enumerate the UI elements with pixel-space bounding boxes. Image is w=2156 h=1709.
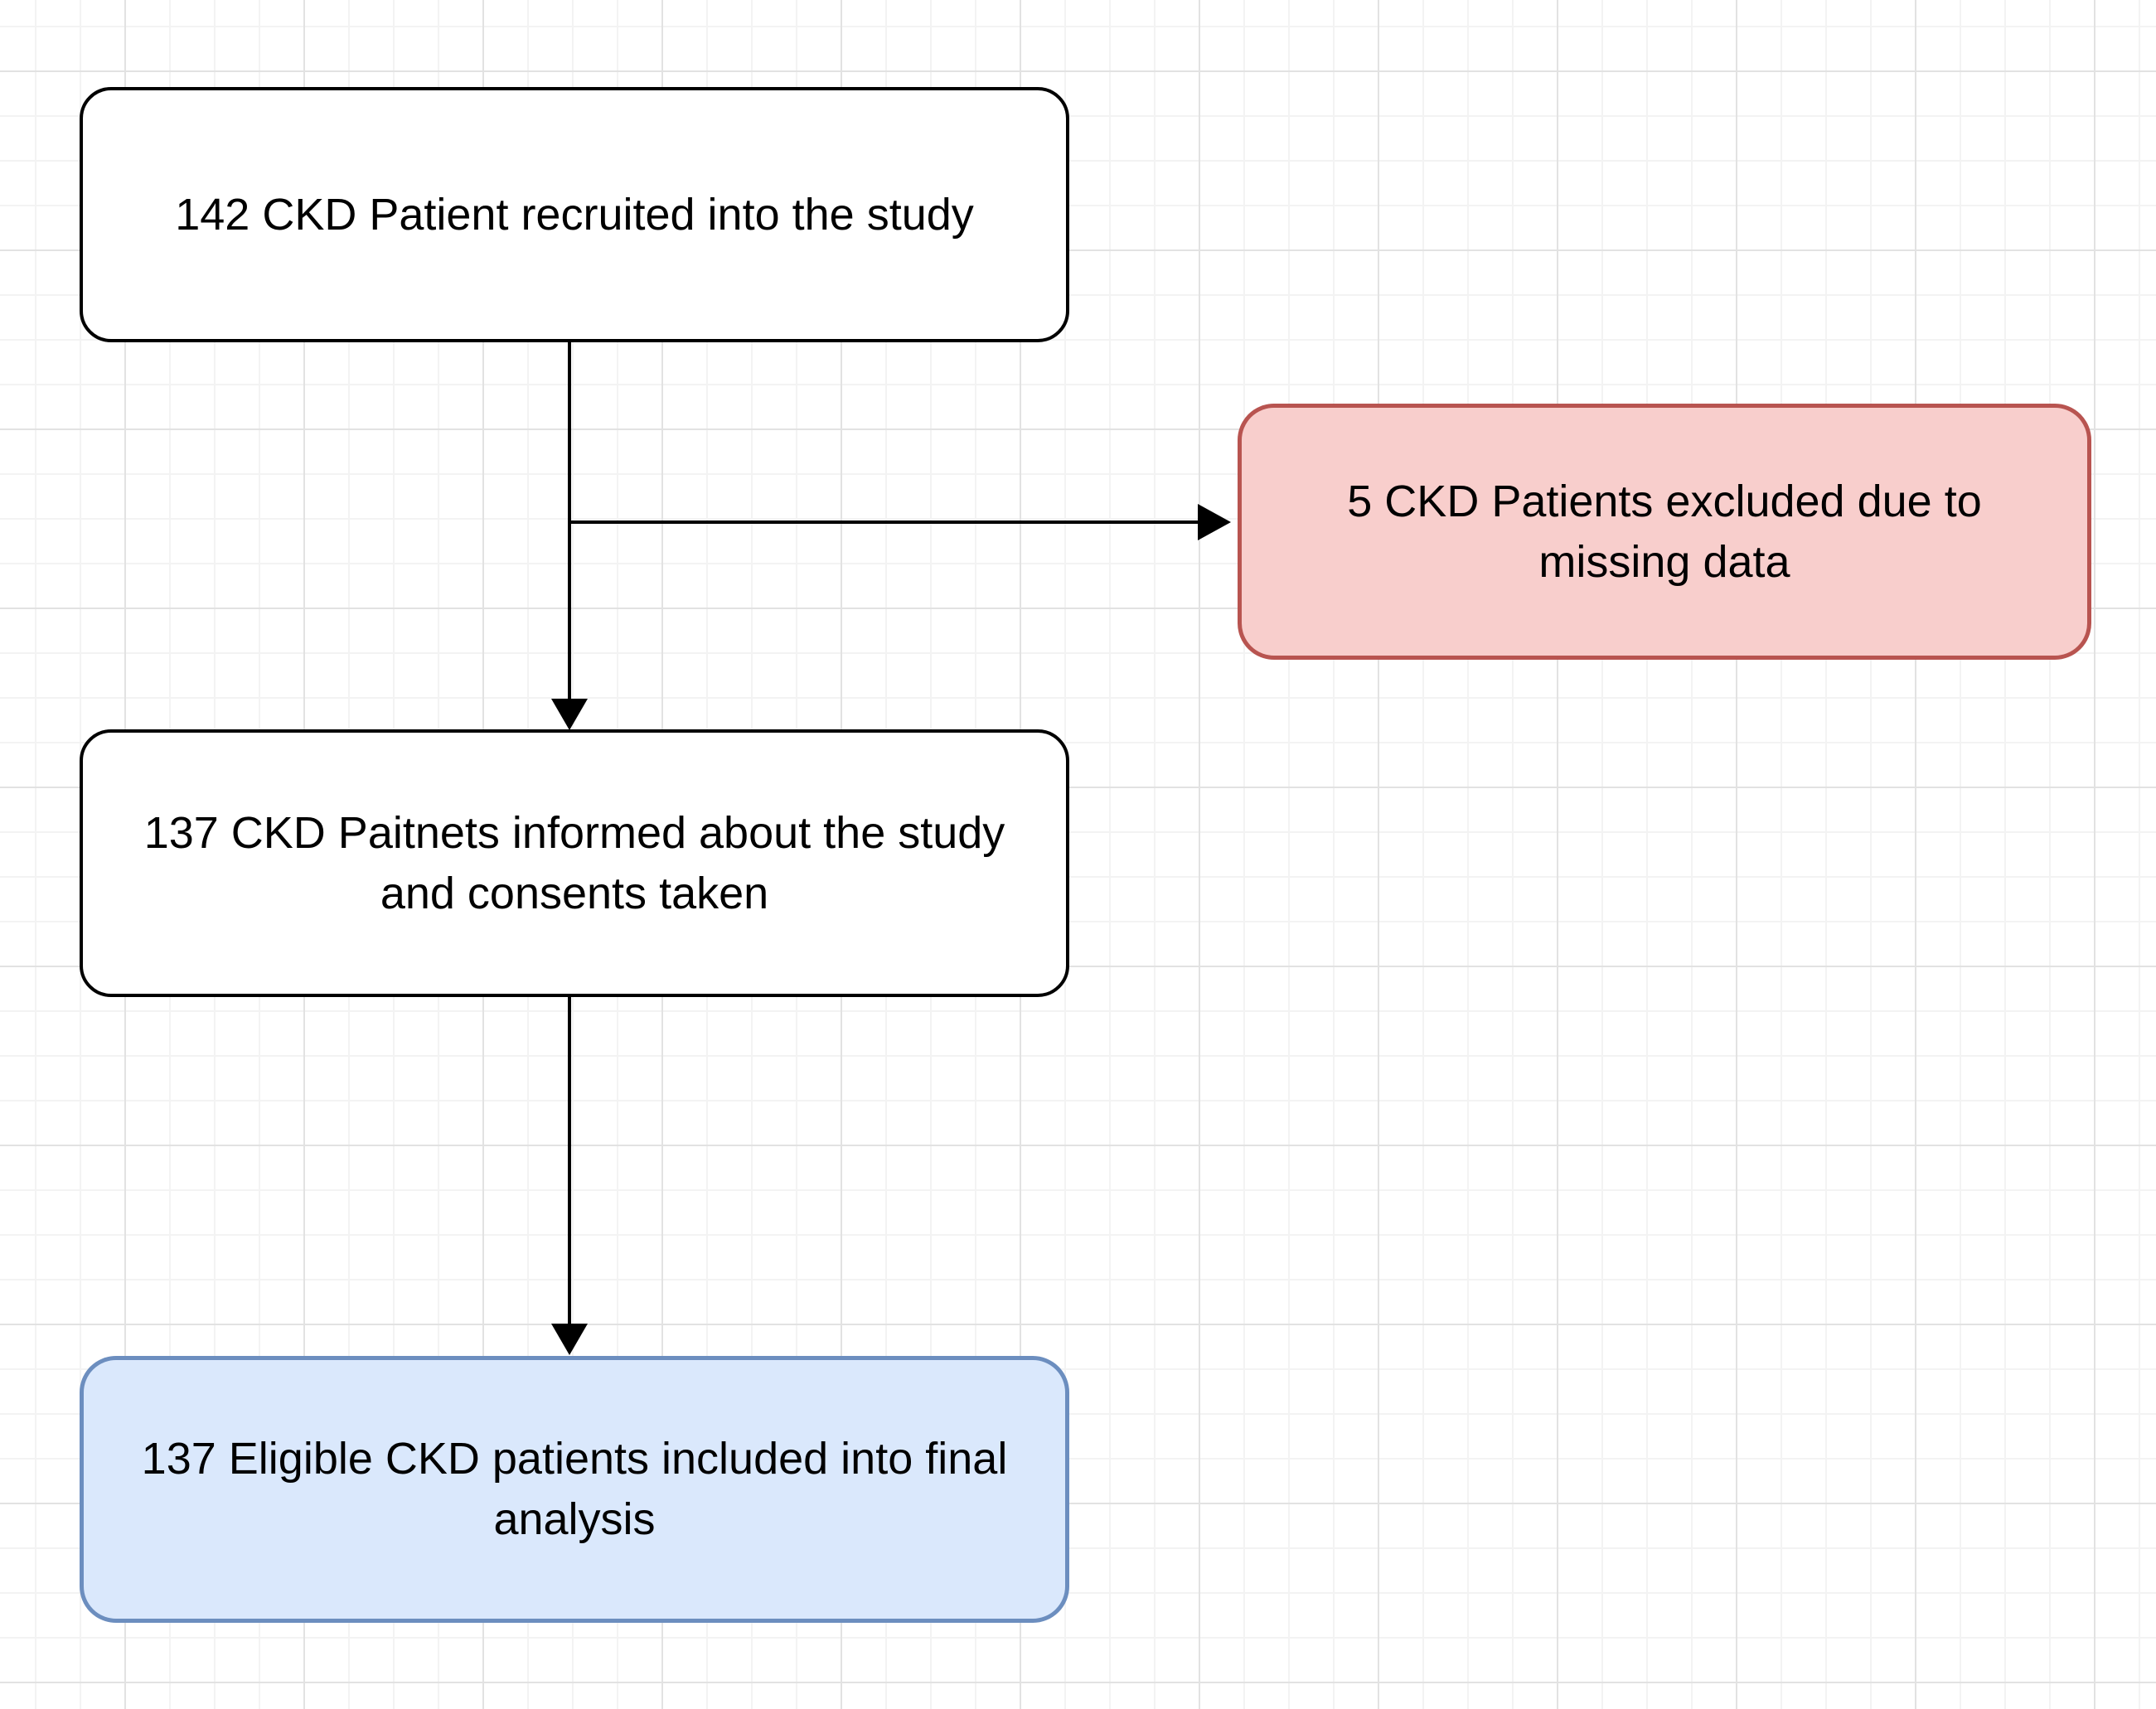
flowchart-node-final: 137 Eligible CKD patients included into … bbox=[80, 1356, 1069, 1623]
node-final-label: 137 Eligible CKD patients included into … bbox=[141, 1434, 1008, 1544]
node-excluded-label: 5 CKD Patients excluded due to missing d… bbox=[1347, 476, 1982, 587]
arrowhead-right-icon bbox=[1198, 504, 1231, 540]
node-recruited-label: 142 CKD Patient recruited into the study bbox=[175, 189, 974, 240]
edge-informed-to-final-line bbox=[568, 997, 571, 1325]
node-informed-label: 137 CKD Paitnets informed about the stud… bbox=[143, 807, 1005, 918]
arrowhead-down-icon bbox=[551, 1324, 588, 1355]
flowchart-node-excluded: 5 CKD Patients excluded due to missing d… bbox=[1238, 404, 2091, 660]
flowchart-node-recruited: 142 CKD Patient recruited into the study bbox=[80, 87, 1069, 342]
flowchart-node-informed: 137 CKD Paitnets informed about the stud… bbox=[80, 729, 1069, 997]
edge-recruited-to-excluded-line bbox=[569, 520, 1198, 524]
arrowhead-down-icon bbox=[551, 699, 588, 730]
